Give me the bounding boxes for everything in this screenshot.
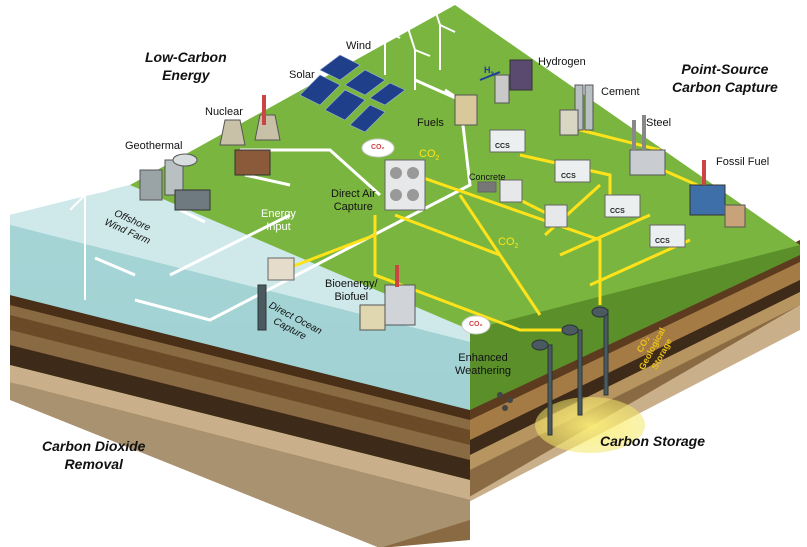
label-hydrogen: Hydrogen bbox=[538, 56, 586, 68]
ccs-tag-3: CCS bbox=[610, 208, 625, 215]
ccs-tag-2: CCS bbox=[561, 173, 576, 180]
ccs-tag-4: CCS bbox=[655, 238, 670, 245]
section-point-source-carbon-capture: Point-Source Carbon Capture bbox=[672, 61, 778, 96]
label-geothermal: Geothermal bbox=[125, 140, 183, 152]
label-fuels: Fuels bbox=[417, 117, 444, 129]
label-cement: Cement bbox=[601, 86, 640, 98]
co2-lower-text: CO bbox=[498, 236, 515, 248]
cement-plant bbox=[559, 84, 594, 136]
label-bioenergy-biofuel: Bioenergy/ Biofuel bbox=[325, 278, 378, 303]
co2-upper-text: CO bbox=[419, 148, 436, 160]
soil-layers-left bbox=[10, 285, 470, 547]
label-nuclear: Nuclear bbox=[205, 106, 243, 118]
section-carbon-storage: Carbon Storage bbox=[600, 433, 706, 449]
label-concrete: Concrete bbox=[469, 172, 506, 182]
h2-subscript: 2 bbox=[490, 71, 494, 78]
co2-clouds bbox=[361, 138, 491, 335]
cloud-co2-label-upper: CO₂ bbox=[371, 144, 385, 151]
ccs-tag-1: CCS bbox=[495, 143, 510, 150]
storage-glow bbox=[535, 397, 645, 453]
direct-ocean-capture-unit bbox=[267, 257, 295, 281]
label-wind: Wind bbox=[346, 40, 372, 52]
co2-lower-subscript: 2 bbox=[514, 243, 519, 251]
h2-text: H bbox=[484, 65, 491, 75]
geothermal-plant bbox=[139, 153, 211, 211]
solar-panels bbox=[299, 54, 406, 133]
label-enhanced-weathering: Enhanced Weathering bbox=[455, 352, 512, 377]
label-energy-input: Energy Input bbox=[261, 208, 296, 233]
label-co2-lower: CO2 bbox=[498, 236, 518, 251]
nuclear-plant bbox=[219, 95, 281, 176]
hydrogen-plant bbox=[454, 59, 533, 126]
label-co2-upper: CO2 bbox=[419, 148, 439, 163]
fossil-fuel-plant bbox=[689, 160, 746, 228]
ccs-units bbox=[489, 129, 686, 248]
concrete-units bbox=[477, 179, 568, 228]
section-carbon-dioxide-removal: Carbon Dioxide Removal bbox=[42, 438, 146, 473]
h2-arrow bbox=[479, 71, 501, 81]
label-h2: H2 bbox=[484, 65, 494, 79]
bioenergy-plant bbox=[359, 265, 416, 331]
section-low-carbon-energy: Low-Carbon Energy bbox=[145, 49, 227, 84]
injection-wells bbox=[257, 284, 609, 436]
label-direct-air-capture: Direct Air Capture bbox=[331, 188, 376, 213]
label-fossil-fuel: Fossil Fuel bbox=[716, 156, 770, 168]
co2-upper-subscript: 2 bbox=[435, 155, 440, 163]
steel-plant bbox=[629, 115, 666, 176]
cloud-co2-label-lower: CO₂ bbox=[469, 321, 483, 328]
label-solar: Solar bbox=[289, 69, 315, 81]
direct-air-capture-unit bbox=[384, 159, 426, 211]
label-steel: Steel bbox=[646, 117, 672, 129]
weathering-rocks bbox=[497, 392, 513, 411]
wind-turbines bbox=[69, 2, 456, 300]
